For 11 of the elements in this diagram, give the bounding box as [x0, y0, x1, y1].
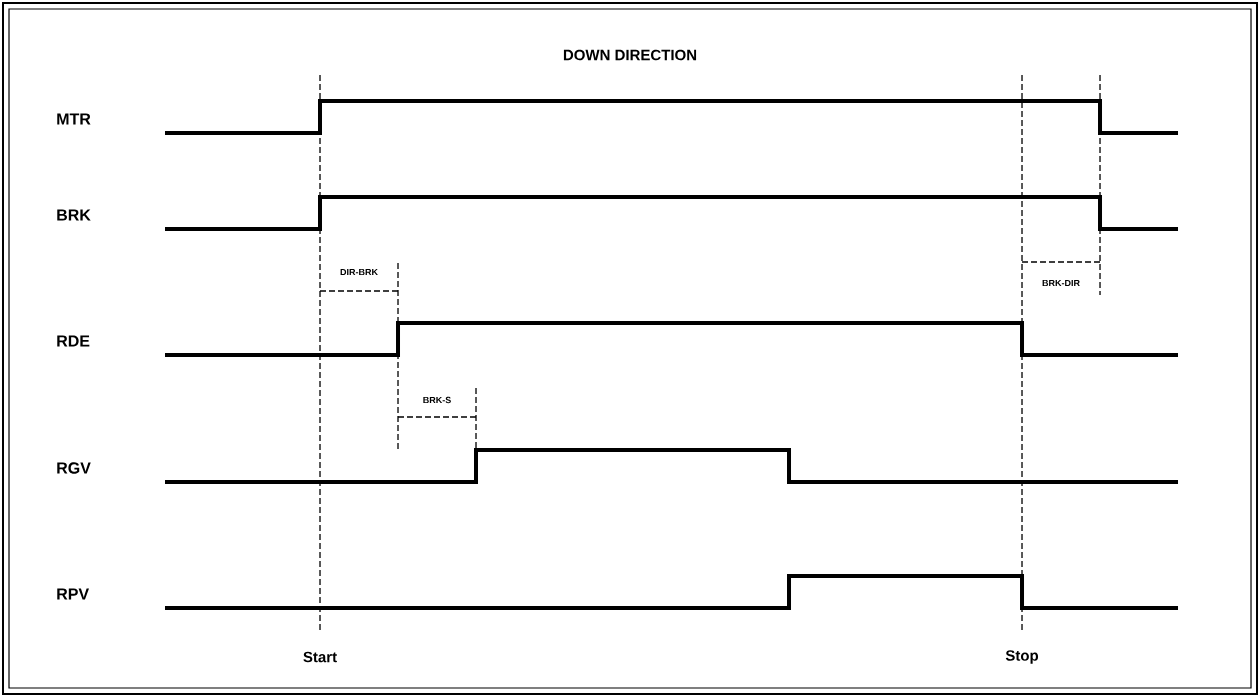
- time-label: Start: [303, 651, 337, 663]
- dimension-label: BRK-DIR: [1042, 279, 1080, 287]
- signal-label: RPV: [57, 588, 89, 600]
- dimension-label: DIR-BRK: [340, 268, 378, 276]
- signal-label: RDE: [57, 335, 90, 347]
- signal-label: BRK: [57, 209, 91, 221]
- signal-label: RGV: [57, 462, 91, 474]
- dimension-label: BRK-S: [423, 396, 451, 404]
- title: DOWN DIRECTION: [563, 49, 697, 61]
- time-label: Stop: [1005, 650, 1039, 664]
- signal-label: MTR: [57, 113, 91, 125]
